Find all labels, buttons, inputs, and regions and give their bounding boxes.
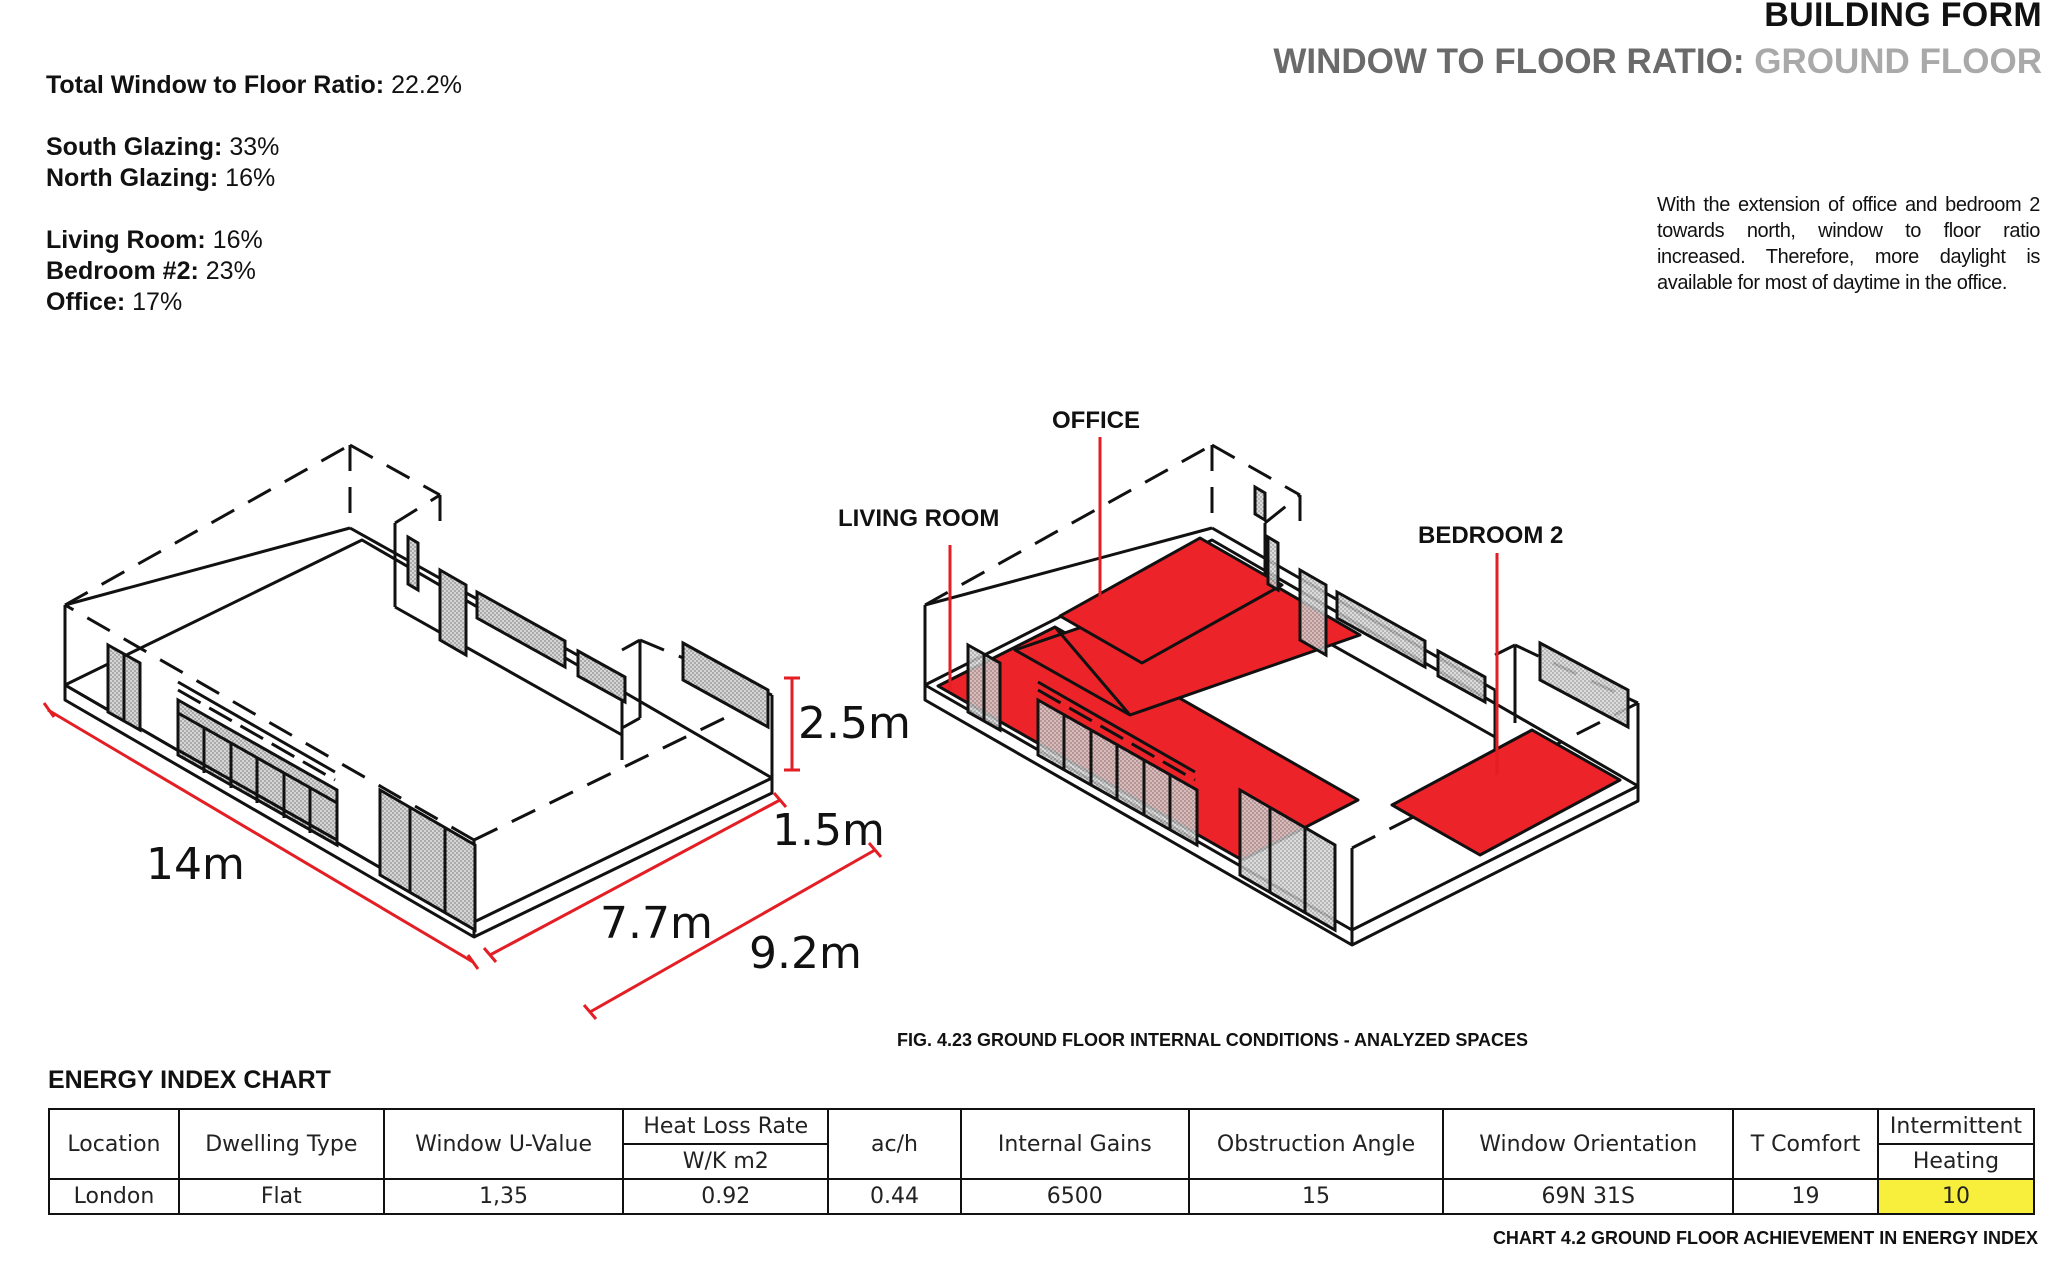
- cell-ach: 0.44: [827, 1178, 962, 1215]
- dim-height: 2.5m: [798, 698, 911, 749]
- stat-label: Bedroom #2:: [46, 257, 199, 285]
- energy-index-table: Location Dwelling Type Window U-Value He…: [48, 1108, 2036, 1215]
- subtitle-prefix: WINDOW TO FLOOR RATIO:: [1273, 42, 1745, 81]
- room-bedroom: [1390, 728, 1622, 857]
- cell-dwelling-type: Flat: [177, 1178, 385, 1215]
- stat-total: Total Window to Floor Ratio: 22.2%: [46, 70, 462, 101]
- left-dimensions: [42, 676, 883, 1020]
- cell-t-comfort: 19: [1732, 1178, 1879, 1215]
- cell-window-u-value: 1,35: [382, 1178, 625, 1215]
- header-location: Location: [48, 1108, 180, 1180]
- stat-label: Total Window to Floor Ratio:: [46, 71, 385, 99]
- stat-value: 16%: [212, 226, 263, 254]
- figure-caption: FIG. 4.23 GROUND FLOOR INTERNAL CONDITIO…: [897, 1030, 1529, 1050]
- page-title: BUILDING FORM: [1764, 0, 2042, 34]
- stat-office: Office: 17%: [46, 287, 462, 318]
- stat-living: Living Room: 16%: [46, 225, 462, 256]
- ratio-stats: Total Window to Floor Ratio: 22.2% South…: [46, 70, 462, 318]
- right-windows: [966, 484, 1630, 933]
- header-intermittent-bottom: Heating: [1876, 1143, 2036, 1180]
- label-bedroom-2: BEDROOM 2: [1418, 522, 1563, 549]
- label-office: OFFICE: [1052, 407, 1140, 434]
- header-obstruction-angle: Obstruction Angle: [1187, 1108, 1445, 1180]
- dim-length: 14m: [146, 839, 245, 890]
- left-overhang: [177, 680, 336, 782]
- dim-offset: 1.5m: [772, 805, 885, 856]
- cell-obstruction-angle: 15: [1187, 1178, 1445, 1215]
- header-ach: ac/h: [827, 1108, 962, 1180]
- stat-value: 33%: [229, 133, 280, 161]
- header-dwelling-type: Dwelling Type: [177, 1108, 385, 1180]
- left-building: [63, 443, 774, 939]
- stat-value: 22.2%: [391, 71, 462, 99]
- header-window-u-value: Window U-Value: [382, 1108, 625, 1180]
- dim-depth-inner: 7.7m: [600, 898, 713, 949]
- cell-intermittent-heating: 10: [1876, 1178, 2036, 1215]
- header-heat-loss-bottom: W/K m2: [622, 1143, 830, 1180]
- stat-label: South Glazing:: [46, 133, 223, 161]
- stat-north: North Glazing: 16%: [46, 163, 462, 194]
- header-window-orientation: Window Orientation: [1442, 1108, 1735, 1180]
- stat-value: 17%: [132, 288, 183, 316]
- room-office: [1058, 536, 1284, 665]
- stat-label: North Glazing:: [46, 164, 219, 192]
- subtitle-accent: GROUND FLOOR: [1754, 42, 2042, 81]
- page-subtitle: WINDOW TO FLOOR RATIO: GROUND FLOOR: [1273, 42, 2042, 82]
- stat-label: Living Room:: [46, 226, 206, 254]
- header-t-comfort: T Comfort: [1732, 1108, 1879, 1180]
- stat-value: 23%: [205, 257, 256, 285]
- cell-location: London: [48, 1178, 180, 1215]
- stat-value: 16%: [225, 164, 276, 192]
- cell-internal-gains: 6500: [959, 1178, 1190, 1215]
- chart-title: ENERGY INDEX CHART: [48, 1066, 331, 1094]
- header-heat-loss-top: Heat Loss Rate: [622, 1108, 830, 1145]
- cell-heat-loss: 0.92: [622, 1178, 830, 1215]
- dim-depth-outer: 9.2m: [749, 928, 862, 979]
- cell-window-orientation: 69N 31S: [1442, 1178, 1735, 1215]
- header-intermittent-top: Intermittent: [1876, 1108, 2036, 1145]
- leader-lines: [948, 437, 1499, 775]
- stat-label: Office:: [46, 288, 126, 316]
- stat-south: South Glazing: 33%: [46, 132, 462, 163]
- explanation-note: With the extension of office and bedroom…: [1657, 194, 2040, 294]
- left-windows: [106, 534, 770, 933]
- table-row: London Flat 1,35 0.92 0.44 6500 15 69N 3…: [48, 1178, 2036, 1215]
- stat-bedroom: Bedroom #2: 23%: [46, 256, 462, 287]
- right-overhang: [1037, 680, 1196, 782]
- label-living-room: LIVING ROOM: [838, 505, 999, 532]
- header-internal-gains: Internal Gains: [959, 1108, 1190, 1180]
- chart-caption: CHART 4.2 GROUND FLOOR ACHIEVEMENT IN EN…: [1492, 1228, 2038, 1248]
